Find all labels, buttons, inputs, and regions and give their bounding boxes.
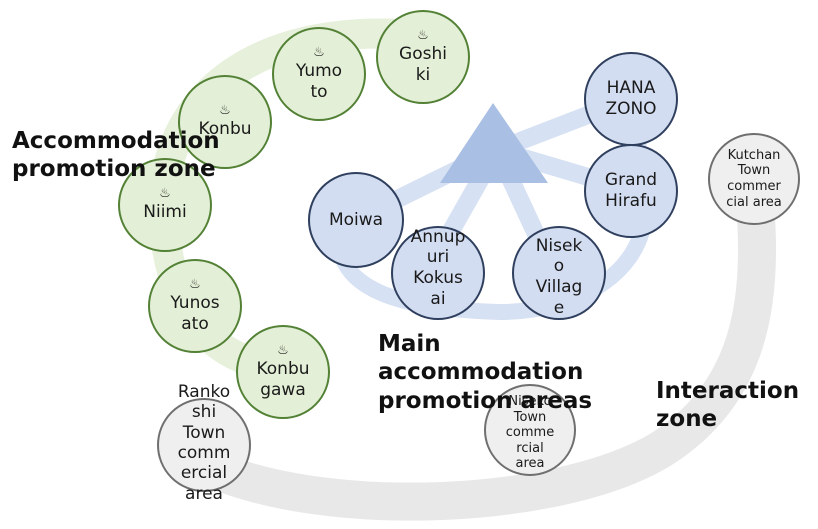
onsen-icon: ♨ (189, 276, 201, 292)
onsen-node-yunosato: ♨ Yunos ato (148, 259, 242, 353)
central-triangle (440, 103, 548, 183)
interaction-zone-label: Interaction zone (656, 378, 800, 433)
onsen-node-konbugawa: ♨ Konbu gawa (236, 325, 330, 419)
onsen-icon: ♨ (219, 103, 231, 119)
area-node-niseko-village: Nisek o Villag e (512, 226, 606, 320)
commercial-node-rankoshi: Ranko shi Town comm ercial area (157, 382, 251, 504)
main-areas-label: Main accommodation promotion areas (378, 331, 593, 414)
node-label-niseko-town: Niseko Town comme rcial area (505, 394, 555, 472)
node-label-konbugawa: Konbu gawa (256, 358, 310, 400)
onsen-node-yumoto: ♨ Yumo to (272, 27, 366, 121)
onsen-node-konbu: ♨ Konbu (178, 75, 272, 169)
area-node-grand-hirafu: Grand Hirafu (584, 144, 678, 238)
onsen-icon: ♨ (159, 186, 171, 202)
node-label-grand-hirafu: Grand Hirafu (604, 170, 658, 211)
area-node-moiwa: Moiwa (308, 172, 404, 268)
node-label-hanazono: HANA ZONO (605, 78, 657, 119)
commercial-node-kutchan: Kutchan Town commer cial area (708, 133, 800, 225)
onsen-node-goshiki: ♨ Goshi ki (376, 10, 470, 104)
node-label-konbu: Konbu (198, 119, 252, 140)
node-label-rankoshi: Ranko shi Town comm ercial area (177, 381, 231, 504)
node-label-yunosato: Yunos ato (170, 292, 220, 334)
onsen-icon: ♨ (313, 44, 325, 60)
area-node-hanazono: HANA ZONO (584, 52, 678, 146)
onsen-icon: ♨ (277, 342, 289, 358)
node-label-goshiki: Goshi ki (399, 43, 447, 85)
node-label-yumoto: Yumo to (295, 60, 343, 102)
commercial-node-niseko-town: Niseko Town comme rcial area (484, 384, 576, 476)
onsen-icon: ♨ (417, 27, 429, 43)
accommodation-zone-label: Accommodation promotion zone (12, 128, 220, 183)
node-label-niseko-village: Nisek o Villag e (535, 235, 583, 318)
node-label-niimi: Niimi (143, 202, 187, 223)
node-label-kutchan: Kutchan Town commer cial area (726, 147, 782, 210)
interaction-zone-band (191, 186, 777, 521)
area-node-annupuri: Annup uri Kokus ai (391, 226, 485, 320)
node-label-moiwa: Moiwa (328, 209, 384, 230)
node-label-annupuri: Annup uri Kokus ai (410, 226, 466, 309)
onsen-node-niimi: ♨ Niimi (118, 158, 212, 252)
